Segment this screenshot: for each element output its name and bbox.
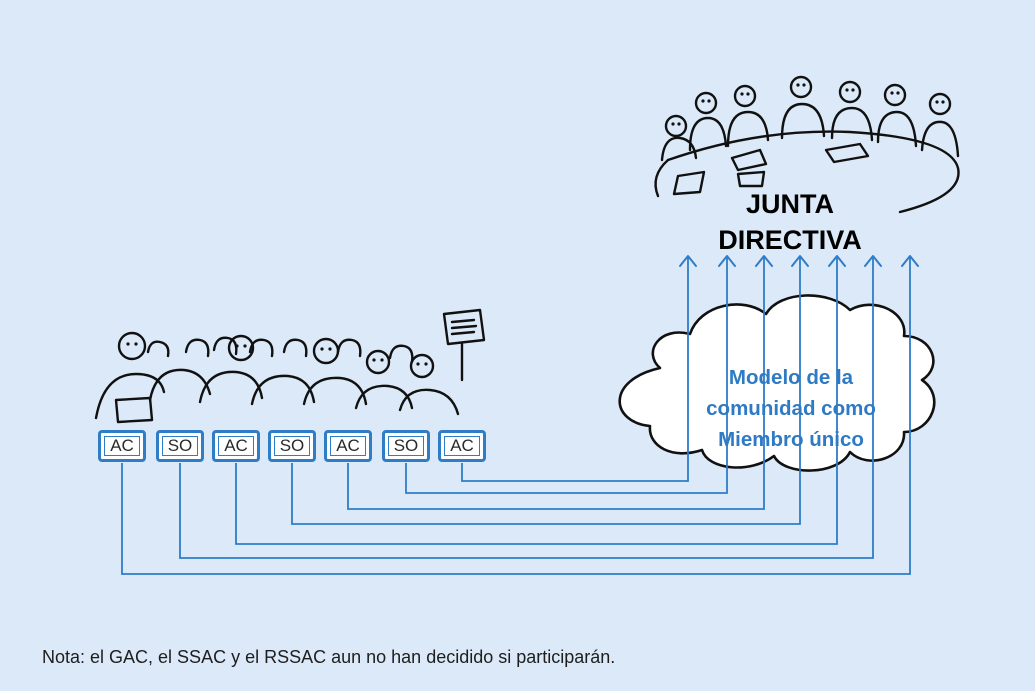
arrowhead <box>828 255 846 267</box>
cloud-label-line: comunidad como <box>706 397 876 420</box>
connector-line <box>235 256 838 545</box>
community-model-cloud <box>618 294 936 472</box>
group-label: SO <box>274 436 310 456</box>
group-box-so: SO <box>268 430 316 462</box>
board-members-illustration <box>654 75 960 214</box>
arrowhead <box>791 255 809 267</box>
cloud-label: Modelo de la comunidad como Miembro únic… <box>660 362 922 455</box>
arrowhead <box>901 255 919 267</box>
group-box-ac: AC <box>438 430 486 462</box>
arrowhead <box>864 255 882 267</box>
group-box-so: SO <box>156 430 204 462</box>
cloud-label-line: Miembro único <box>718 428 864 451</box>
footnote: Nota: el GAC, el SSAC y el RSSAC aun no … <box>42 647 616 667</box>
group-label: SO <box>162 436 198 456</box>
cloud-label-line: Modelo de la <box>728 366 854 389</box>
arrowhead <box>679 255 697 267</box>
community-crowd-illustration <box>94 308 486 424</box>
connector-line <box>461 256 689 482</box>
group-label: SO <box>388 436 424 456</box>
arrowhead <box>718 255 736 267</box>
board-title: JUNTA DIRECTIVA <box>690 186 890 258</box>
connector-line <box>121 256 911 575</box>
arrowheads <box>679 255 919 267</box>
connector-line <box>347 256 765 510</box>
connector-line <box>179 256 874 559</box>
group-box-ac: AC <box>212 430 260 462</box>
group-box-ac: AC <box>98 430 146 462</box>
group-label: AC <box>104 436 140 456</box>
group-label: AC <box>444 436 480 456</box>
group-label: AC <box>330 436 366 456</box>
board-title-line: JUNTA <box>745 189 834 219</box>
connector-line <box>405 256 728 494</box>
arrowhead <box>755 255 773 267</box>
group-label: AC <box>218 436 254 456</box>
connector-lines <box>121 256 911 575</box>
group-box-so: SO <box>382 430 430 462</box>
connector-line <box>291 256 801 525</box>
group-box-ac: AC <box>324 430 372 462</box>
board-title-line: DIRECTIVA <box>718 225 862 255</box>
